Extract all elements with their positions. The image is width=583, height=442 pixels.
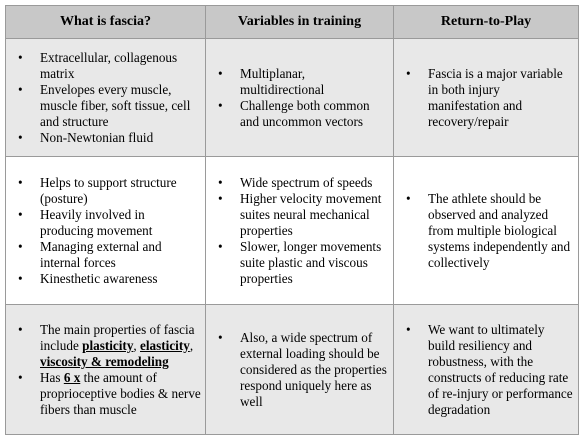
bullet-list: •Also, a wide spectrum of external loadi…: [206, 330, 393, 410]
term-elasticity: elasticity: [140, 337, 190, 353]
bullet-icon: •: [218, 65, 223, 81]
bullet-list: •The athlete should be observed and anal…: [394, 191, 578, 271]
cell-r2-return-to-play: •The athlete should be observed and anal…: [393, 156, 579, 305]
bullet-list: •We want to ultimately build resiliency …: [394, 322, 578, 418]
bullet-list: •Fascia is a major variable in both inju…: [394, 66, 578, 130]
list-item: •Envelopes every muscle, muscle fiber, s…: [18, 81, 191, 129]
bullet-icon: •: [406, 321, 411, 337]
bullet-icon: •: [18, 369, 23, 385]
bullet-icon: •: [18, 81, 23, 97]
fascia-table: What is fascia? Variables in training Re…: [5, 5, 579, 435]
list-item: •Heavily involved in producing movement: [18, 206, 153, 238]
header-variables-in-training: Variables in training: [205, 5, 394, 39]
list-item: •Slower, longer movements suite plastic …: [218, 238, 382, 286]
list-item: •Also, a wide spectrum of external loadi…: [218, 329, 387, 409]
list-item: •Wide spectrum of speeds: [218, 174, 373, 190]
list-item: •Higher velocity movement suites neural …: [218, 190, 382, 238]
bullet-icon: •: [218, 190, 223, 206]
term-6x: 6 x: [63, 369, 81, 385]
bullet-icon: •: [218, 174, 223, 190]
table-row: •The main properties of fascia include p…: [5, 304, 579, 435]
bullet-icon: •: [406, 190, 411, 206]
fascia-table-container: What is fascia? Variables in training Re…: [5, 5, 579, 435]
header-row: What is fascia? Variables in training Re…: [5, 5, 579, 39]
bullet-icon: •: [18, 270, 23, 286]
table-row: •Helps to support structure (posture) •H…: [5, 156, 579, 305]
header-return-to-play: Return-to-Play: [393, 5, 579, 39]
list-item: •Helps to support structure (posture): [18, 174, 177, 206]
bullet-list: •Helps to support structure (posture) •H…: [6, 175, 205, 287]
bullet-icon: •: [18, 174, 23, 190]
bullet-icon: •: [218, 329, 223, 345]
cell-r1-return-to-play: •Fascia is a major variable in both inju…: [393, 38, 579, 157]
bullet-icon: •: [218, 97, 223, 113]
bullet-icon: •: [218, 238, 223, 254]
list-item: •Extracellular, collagenous matrix: [18, 49, 178, 81]
cell-r3-return-to-play: •We want to ultimately build resiliency …: [393, 304, 579, 435]
cell-r1-what-is-fascia: •Extracellular, collagenous matrix •Enve…: [5, 38, 206, 157]
list-item: •Has 6 x the amount of proprioceptive bo…: [18, 369, 201, 417]
bullet-icon: •: [18, 49, 23, 65]
list-item: •Non-Newtonian fluid: [18, 129, 154, 145]
bullet-list: •Multiplanar, multidirectional •Challeng…: [206, 66, 393, 130]
list-item: •Challenge both common and uncommon vect…: [218, 97, 370, 129]
cell-r2-what-is-fascia: •Helps to support structure (posture) •H…: [5, 156, 206, 305]
cell-r3-what-is-fascia: •The main properties of fascia include p…: [5, 304, 206, 435]
bullet-icon: •: [406, 65, 411, 81]
bullet-list: •The main properties of fascia include p…: [6, 322, 205, 418]
bullet-icon: •: [18, 238, 23, 254]
list-item: •Multiplanar, multidirectional: [218, 65, 325, 97]
list-item: •Fascia is a major variable in both inju…: [406, 65, 563, 129]
list-item: •We want to ultimately build resiliency …: [406, 321, 573, 417]
bullet-list: •Extracellular, collagenous matrix •Enve…: [6, 50, 205, 146]
bullet-icon: •: [18, 129, 23, 145]
list-item: •Kinesthetic awareness: [18, 270, 158, 286]
term-viscosity-remodeling: viscosity & remodeling: [40, 353, 169, 369]
bullet-icon: •: [18, 321, 23, 337]
list-item: •The main properties of fascia include p…: [18, 321, 195, 369]
list-item: •Managing external and internal forces: [18, 238, 162, 270]
cell-r3-variables-in-training: •Also, a wide spectrum of external loadi…: [205, 304, 394, 435]
bullet-list: •Wide spectrum of speeds •Higher velocit…: [206, 175, 393, 287]
cell-r1-variables-in-training: •Multiplanar, multidirectional •Challeng…: [205, 38, 394, 157]
cell-r2-variables-in-training: •Wide spectrum of speeds •Higher velocit…: [205, 156, 394, 305]
term-plasticity: plasticity: [82, 337, 134, 353]
header-what-is-fascia: What is fascia?: [5, 5, 206, 39]
bullet-icon: •: [18, 206, 23, 222]
list-item: •The athlete should be observed and anal…: [406, 190, 571, 270]
table-row: •Extracellular, collagenous matrix •Enve…: [5, 38, 579, 157]
